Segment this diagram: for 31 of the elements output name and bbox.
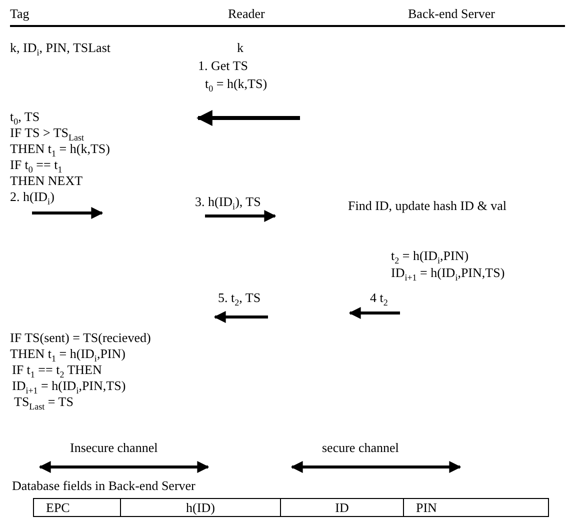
variable-list: k, ID$_{i}$, PIN, TSLast	[10, 40, 110, 55]
note: Find ID, update hash ID & val	[348, 198, 507, 213]
message-label: 3. h(ID$_{i}$), TS	[195, 194, 261, 209]
formula: THEN t$_{1}$ = h(ID$_{i}$,PIN)	[10, 346, 126, 361]
message-label: 5. t$_{2}$, TS	[218, 290, 261, 305]
column-header: Tag	[10, 6, 30, 21]
message-label: t$_{0}$, TS	[10, 109, 40, 124]
formula: t$_{0}$ = h(k,TS)	[205, 76, 268, 91]
channel-label: Insecure channel	[70, 440, 158, 455]
message-label: 4 t$_{2}$	[370, 290, 388, 305]
message-label: 1. Get TS	[198, 58, 248, 73]
message-label: 2. h(ID$_{i}$)	[10, 189, 54, 204]
variable-list: k	[237, 40, 244, 55]
database-field-cell: h(ID)	[120, 498, 281, 517]
section-caption: Database fields in Back-end Server	[12, 478, 196, 493]
column-header: Reader	[228, 6, 265, 21]
condition: THEN NEXT	[10, 173, 83, 188]
column-header: Back-end Server	[408, 6, 495, 21]
formula: TS$_{Last}$ = TS	[14, 394, 74, 409]
condition: IF TS(sent) = TS(recieved)	[10, 330, 151, 345]
database-field-cell: ID	[280, 498, 404, 517]
formula: ID$_{i+1}$ = h(ID$_{i}$,PIN,TS)	[391, 265, 505, 280]
formula: THEN t$_{1}$ = h(k,TS)	[10, 141, 110, 156]
channel-label: secure channel	[322, 440, 399, 455]
condition: IF t$_{0}$ == t$_{1}$	[10, 157, 62, 172]
database-field-cell: EPC	[33, 498, 121, 517]
database-field-cell: PIN	[403, 498, 549, 517]
formula: ID$_{i+1}$ = h(ID$_{i}$,PIN,TS)	[12, 378, 126, 393]
condition: IF TS > TS$_{Last}$	[10, 125, 84, 140]
condition: IF t$_{1}$ == t$_{2}$ THEN	[12, 362, 102, 377]
formula: t$_{2}$ = h(ID$_{i}$,PIN)	[391, 248, 469, 263]
